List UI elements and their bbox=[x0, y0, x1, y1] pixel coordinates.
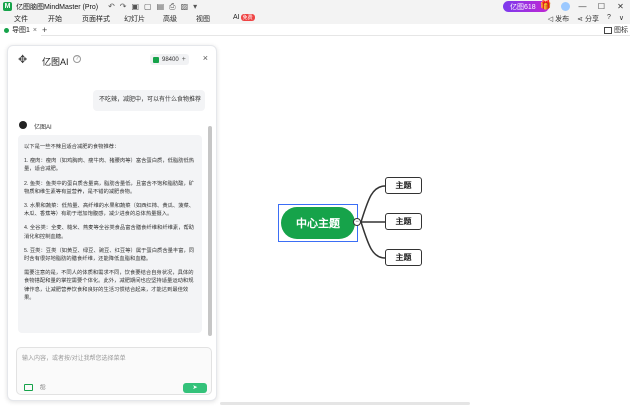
tab-label: 导图1 bbox=[12, 27, 30, 34]
save-icon[interactable]: ▤ bbox=[156, 1, 165, 11]
print-icon[interactable]: ⎙ bbox=[169, 1, 176, 11]
gift-icon: 🎁 bbox=[540, 0, 552, 10]
promo-badge[interactable]: 亿图618 bbox=[503, 1, 549, 12]
menu-view[interactable]: 视图 bbox=[196, 16, 210, 23]
panel-close-button[interactable]: × bbox=[202, 53, 208, 63]
ai-assistant-panel: ✥ 亿图AI ? 98400 + × 不吃辣，减肥中，可以有什么食物推荐 亿图A… bbox=[7, 45, 217, 401]
credits-value: 98400 bbox=[162, 56, 179, 63]
menu-advanced[interactable]: 高级 bbox=[163, 16, 177, 23]
bot-paragraph: 4. 全谷类：全麦、糙米、燕麦等全谷类食品富含膳食纤维和纤维素，帮助消化和控制血… bbox=[24, 225, 195, 240]
central-topic[interactable]: 中心主题 bbox=[281, 207, 355, 239]
bot-paragraph: 3. 水果和蔬菜：低热量、高纤维的水果和蔬菜（如西红柿、黄瓜、菠菜、木瓜、香蕉等… bbox=[24, 203, 195, 218]
chat-input-box: ஐ ➤ bbox=[16, 347, 212, 395]
minimize-button[interactable]: — bbox=[578, 2, 587, 11]
user-avatar[interactable] bbox=[561, 2, 570, 11]
new-icon[interactable]: ▣ bbox=[131, 1, 140, 11]
collapse-toggle[interactable]: − bbox=[353, 218, 361, 226]
redo-icon[interactable]: ↷ bbox=[119, 1, 127, 11]
chat-input[interactable] bbox=[22, 352, 206, 366]
document-tab-bar: 导图1 × + 图标 bbox=[0, 24, 630, 36]
panel-header: ✥ 亿图AI ? 98400 + × bbox=[8, 46, 216, 74]
close-window-button[interactable]: ✕ bbox=[617, 2, 624, 11]
add-tab-button[interactable]: + bbox=[42, 25, 48, 35]
subtopic-3[interactable]: 主题 bbox=[385, 249, 422, 266]
bot-paragraph: 以下是一些不辣且适合减肥的食物推荐： bbox=[24, 144, 120, 150]
bot-name: 亿图AI bbox=[34, 125, 52, 131]
help-button[interactable]: ? bbox=[606, 14, 611, 21]
menu-actions: ◁ 发布 ⋖ 分享 ? ∨ bbox=[548, 14, 624, 24]
user-message: 不吃辣，减肥中，可以有什么食物推荐 bbox=[93, 90, 205, 111]
collapse-ribbon-button[interactable]: ∨ bbox=[618, 15, 624, 22]
bot-avatar-icon bbox=[19, 121, 27, 129]
tab-mindmap-1[interactable]: 导图1 × bbox=[0, 24, 41, 36]
menu-home[interactable]: 开始 bbox=[48, 16, 62, 23]
export-icon[interactable]: ▨ bbox=[180, 1, 189, 11]
outline-icon bbox=[604, 26, 612, 34]
send-button[interactable]: ➤ bbox=[183, 383, 207, 393]
bot-paragraph: 1. 瘦肉：瘦肉（如鸡胸肉、瘦牛肉、猪腰肉等）富含蛋白质，低脂肪低热量，适合减肥… bbox=[24, 158, 195, 173]
credits-badge: 98400 + bbox=[150, 54, 189, 65]
document-icon bbox=[4, 27, 9, 33]
subtopic-2[interactable]: 主题 bbox=[385, 213, 422, 230]
add-credits-button[interactable]: + bbox=[181, 56, 186, 63]
move-handle-icon[interactable]: ✥ bbox=[18, 54, 28, 66]
bot-paragraph: 需要注意的是，不同人的体质和需求不同，饮食要结合自身状况，具体的食物搭配和量的掌… bbox=[24, 270, 194, 301]
menu-slides[interactable]: 幻灯片 bbox=[124, 16, 145, 23]
image-upload-icon[interactable] bbox=[24, 384, 33, 391]
share-button[interactable]: ⋖ 分享 bbox=[577, 14, 599, 24]
outline-toggle-button[interactable]: 图标 bbox=[604, 25, 628, 35]
menu-file[interactable]: 文件 bbox=[14, 16, 28, 23]
bot-paragraph: 5. 豆类：豆类（如黄豆、绿豆、豌豆、红豆等）属于蛋白质含量丰富，同时含有很好地… bbox=[24, 247, 195, 263]
bot-paragraph: 2. 鱼类：鱼类中的蛋白质含量高，脂肪含量低，且富含不饱和脂肪酸，矿物质和维生素… bbox=[24, 180, 195, 195]
menu-ai-label: AI bbox=[233, 14, 240, 21]
publish-button[interactable]: ◁ 发布 bbox=[548, 14, 569, 24]
subtopic-1[interactable]: 主题 bbox=[385, 177, 422, 194]
tab-close-icon[interactable]: × bbox=[32, 26, 37, 34]
title-bar: M 亿图脑图MindMaster (Pro) ↶ ↷ ▣ ▢ ▤ ⎙ ▨ ▾ 亿… bbox=[0, 0, 630, 13]
share-label: 分享 bbox=[584, 16, 599, 23]
menu-page-style[interactable]: 页面样式 bbox=[82, 16, 110, 23]
app-title: 亿图脑图MindMaster (Pro) bbox=[16, 3, 99, 11]
credit-icon bbox=[153, 56, 159, 63]
publish-icon: ◁ bbox=[547, 16, 554, 23]
help-circle-icon[interactable]: ? bbox=[73, 55, 81, 63]
outline-label: 图标 bbox=[614, 27, 628, 34]
open-icon[interactable]: ▢ bbox=[144, 1, 152, 11]
panel-title: 亿图AI bbox=[42, 57, 69, 67]
window-controls: — ☐ ✕ bbox=[573, 0, 630, 13]
canvas-horizontal-scrollbar[interactable] bbox=[220, 402, 470, 405]
attach-icon[interactable]: ஐ bbox=[40, 383, 46, 390]
ai-free-badge: 免费 bbox=[240, 14, 255, 21]
chat-scrollbar[interactable] bbox=[208, 126, 212, 336]
publish-label: 发布 bbox=[555, 16, 570, 23]
customize-icon[interactable]: ▾ bbox=[193, 1, 198, 11]
undo-icon[interactable]: ↶ bbox=[108, 1, 115, 11]
share-icon: ⋖ bbox=[577, 16, 584, 23]
bot-message: 以下是一些不辣且适合减肥的食物推荐： 1. 瘦肉：瘦肉（如鸡胸肉、瘦牛肉、猪腰肉… bbox=[18, 135, 202, 333]
quick-access-toolbar: ↶ ↷ ▣ ▢ ▤ ⎙ ▨ ▾ bbox=[108, 2, 197, 12]
app-logo-icon: M bbox=[3, 2, 12, 11]
maximize-button[interactable]: ☐ bbox=[597, 2, 606, 11]
